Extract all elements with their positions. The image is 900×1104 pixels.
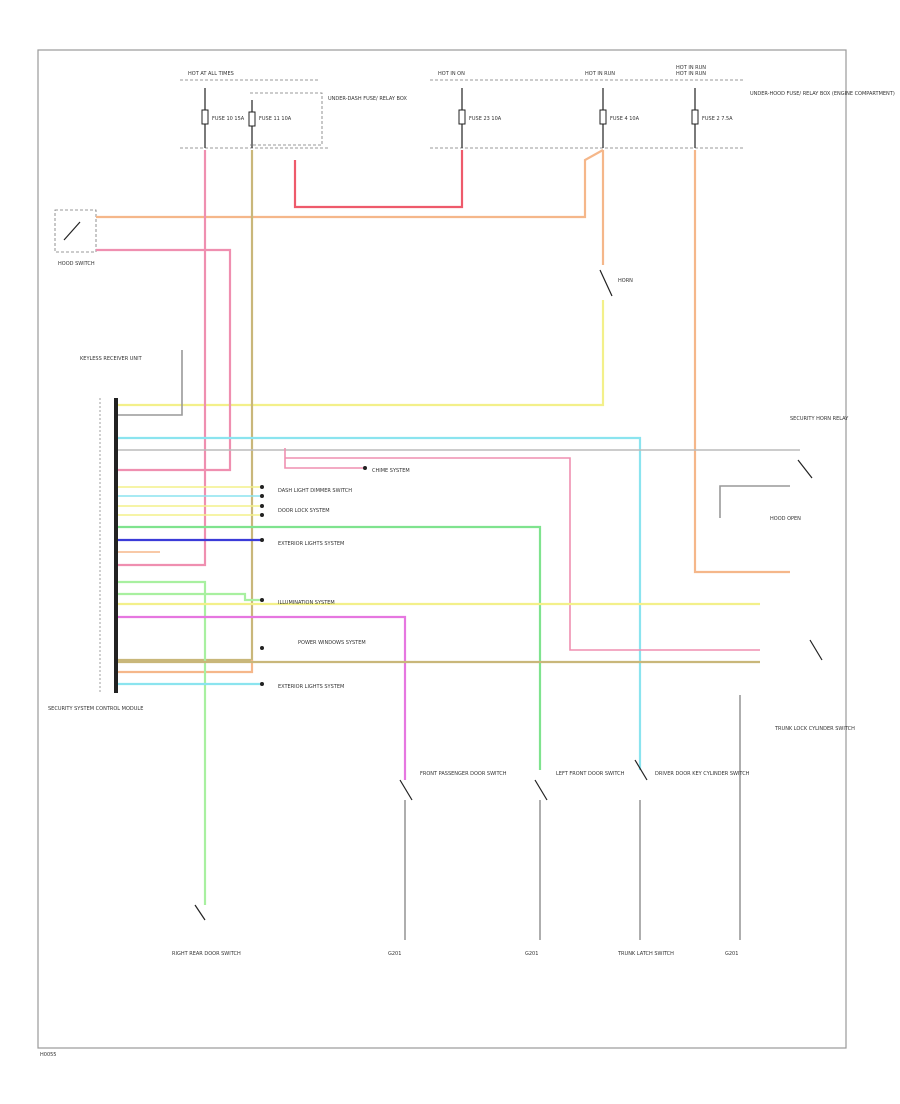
label-chime: CHIME SYSTEM <box>372 468 410 474</box>
label-right-rear-door: RIGHT REAR DOOR SWITCH <box>172 951 241 957</box>
label-keyless-receiver: KEYLESS RECEIVER UNIT <box>80 356 143 362</box>
label-horn: HORN <box>618 278 633 284</box>
wires <box>96 149 800 940</box>
label-door-lock: DOOR LOCK SYSTEM <box>278 508 330 514</box>
label-trunk-lock-cylinder: TRUNK LOCK CYLINDER SWITCH <box>774 726 855 732</box>
switch-symbols <box>63 221 823 921</box>
control-module-connector <box>114 398 118 693</box>
fuse-label-1: FUSE 10 15A <box>212 116 245 122</box>
label-power-windows: POWER WINDOWS SYSTEM <box>298 640 366 646</box>
fuse-symbols <box>201 88 699 148</box>
fuse-label-4: FUSE 4 10A <box>610 116 640 122</box>
label-driver-door-key: DRIVER DOOR KEY CYLINDER SWITCH <box>655 771 750 777</box>
label-hot-run-right-b: HOT IN RUN <box>676 65 706 71</box>
label-left-front-door: LEFT FRONT DOOR SWITCH <box>556 771 625 777</box>
label-hot-run-right-a: HOT IN RUN <box>676 71 706 77</box>
fuse-label-2: FUSE 11 10A <box>259 116 292 122</box>
splice-dots <box>260 466 367 686</box>
fuse-box-outlines <box>54 79 745 253</box>
label-trunk-latch: TRUNK LATCH SWITCH <box>617 951 674 957</box>
label-front-passenger-door: FRONT PASSENGER DOOR SWITCH <box>420 771 507 777</box>
label-hood-open: HOOD OPEN <box>770 516 801 522</box>
label-hood-switch: HOOD SWITCH <box>58 261 95 267</box>
label-exterior-lights-2: EXTERIOR LIGHTS SYSTEM <box>278 684 344 690</box>
labels: HOT AT ALL TIMES HOT IN ON HOT IN RUN HO… <box>40 65 895 1058</box>
label-hot-on: HOT IN ON <box>438 71 465 77</box>
label-id-code: H0055 <box>40 1052 56 1058</box>
label-gnd-3: G201 <box>725 951 738 957</box>
label-control-module: SECURITY SYSTEM CONTROL MODULE <box>48 706 143 712</box>
label-dash-light: DASH LIGHT DIMMER SWITCH <box>278 488 352 494</box>
fuse-label-5: FUSE 2 7.5A <box>702 116 733 122</box>
label-exterior-lights-1: EXTERIOR LIGHTS SYSTEM <box>278 541 344 547</box>
label-gnd-2: G201 <box>525 951 538 957</box>
label-illumination: ILLUMINATION SYSTEM <box>278 600 335 606</box>
label-under-hood-box: UNDER-HOOD FUSE/ RELAY BOX (ENGINE COMPA… <box>750 91 895 97</box>
fuse-label-3: FUSE 23 10A <box>469 116 502 122</box>
label-horn-relay: SECURITY HORN RELAY <box>790 416 849 422</box>
diagram-frame <box>37 49 847 1049</box>
label-under-dash-box: UNDER-DASH FUSE/ RELAY BOX <box>328 96 408 102</box>
label-gnd-1: G201 <box>388 951 401 957</box>
label-hot-run-mid: HOT IN RUN <box>585 71 615 77</box>
label-hot-all-times: HOT AT ALL TIMES <box>188 71 234 77</box>
